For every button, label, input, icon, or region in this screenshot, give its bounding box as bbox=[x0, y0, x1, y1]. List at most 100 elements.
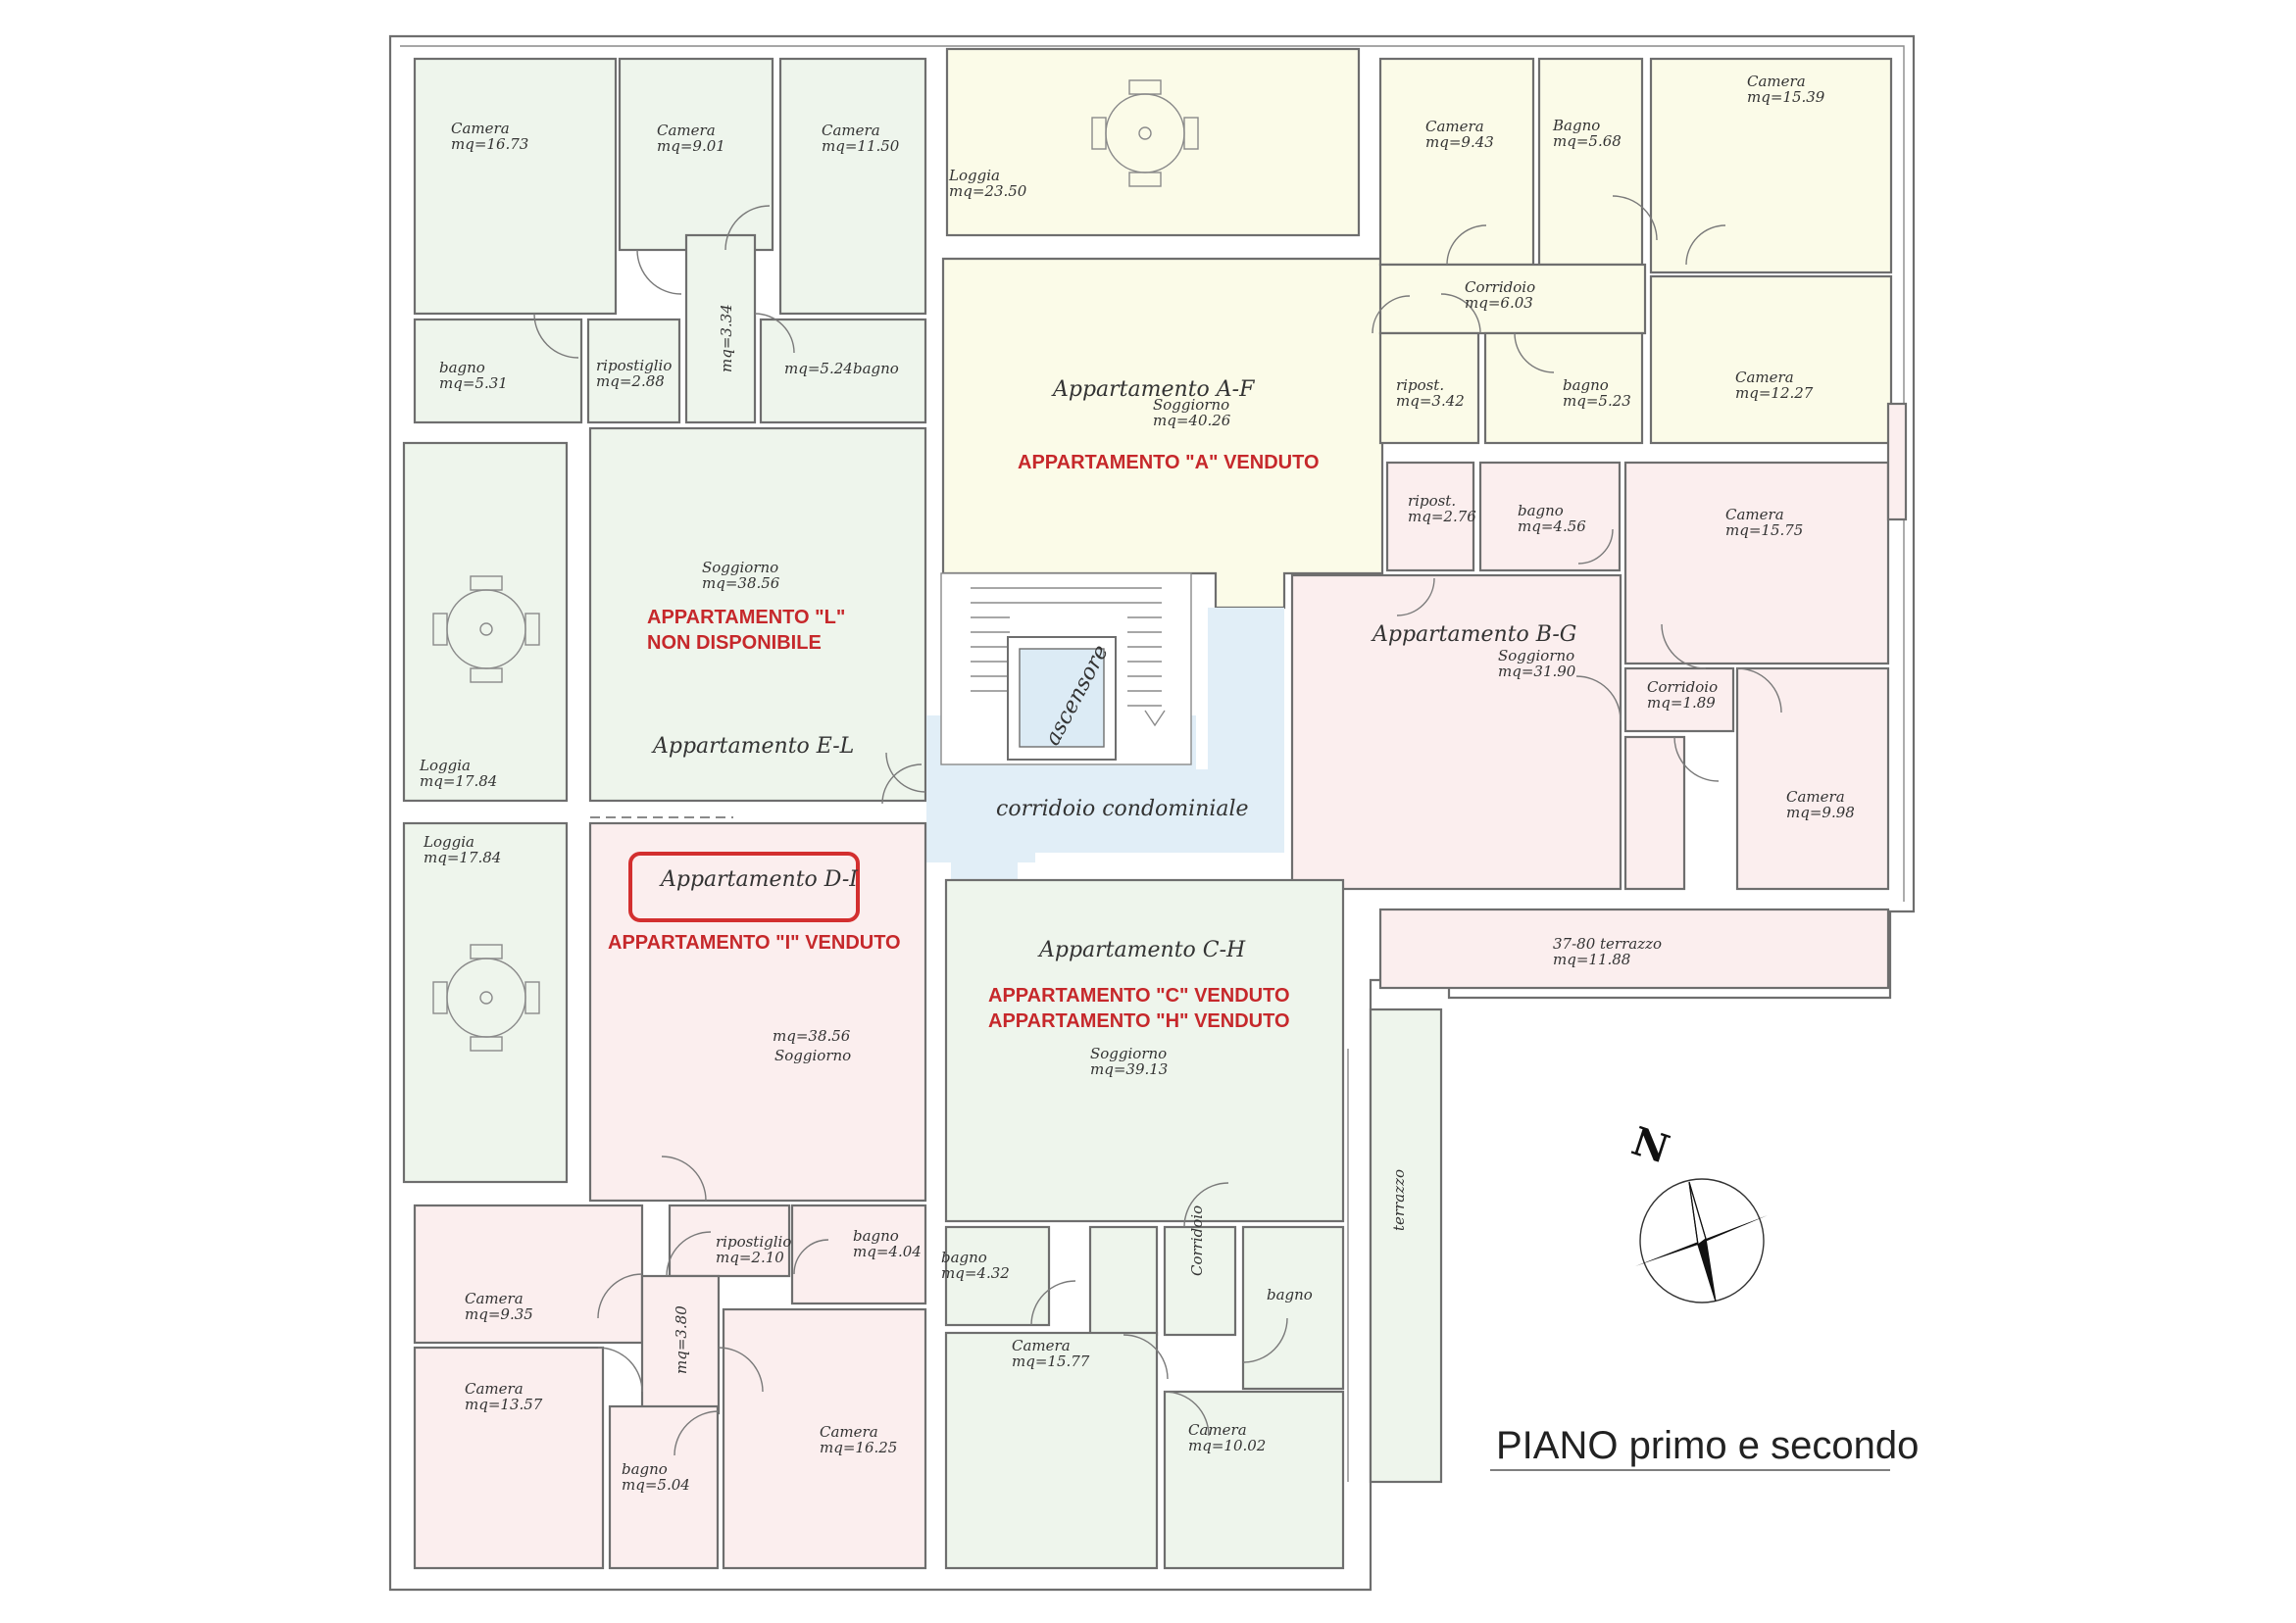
room-area: mq=2.10 bbox=[716, 1249, 784, 1266]
table-icon bbox=[1091, 79, 1199, 187]
apartment-name: Appartamento C-H bbox=[1037, 938, 1246, 962]
room-name: Camera bbox=[451, 120, 510, 137]
di-loggia bbox=[402, 821, 569, 1184]
bg-camera-1 bbox=[1623, 461, 1890, 665]
apartment-ch bbox=[944, 878, 1443, 1570]
room-name: bagno bbox=[1518, 502, 1564, 519]
el-ripostiglio bbox=[586, 318, 681, 424]
status-label: APPARTAMENTO "C" VENDUTO bbox=[988, 985, 1290, 1007]
room-area: mq=5.24 bbox=[784, 360, 853, 377]
room-name: Camera bbox=[1012, 1337, 1071, 1354]
room-area: mq=9.98 bbox=[1786, 804, 1855, 821]
el-camera-3 bbox=[778, 57, 927, 316]
di-camera-1 bbox=[413, 1204, 644, 1345]
bg-corridoio bbox=[1623, 666, 1735, 733]
room-name: ripost. bbox=[1396, 376, 1444, 394]
ch-terrazzo bbox=[1369, 1008, 1443, 1484]
el-bagno-2 bbox=[759, 318, 927, 424]
room-name: bagno bbox=[941, 1249, 987, 1266]
room-area: mq=9.43 bbox=[1425, 133, 1494, 151]
room-name: Corridoio bbox=[1188, 1205, 1206, 1276]
apartment-bg bbox=[1290, 402, 1908, 990]
room-area: mq=5.23 bbox=[1563, 392, 1631, 410]
bg-camera-2 bbox=[1735, 666, 1890, 891]
room-name: Camera bbox=[1725, 506, 1784, 523]
table-icon bbox=[432, 944, 540, 1052]
common-corridor-label: corridoio condominiale bbox=[996, 797, 1249, 821]
ch-soggiorno bbox=[944, 878, 1345, 1223]
status-label: NON DISPONIBILE bbox=[647, 632, 822, 654]
room-area: mq=11.50 bbox=[822, 137, 900, 155]
apartment-name: Appartamento D-I bbox=[659, 867, 859, 892]
apartment-name: Appartamento B-G bbox=[1371, 622, 1576, 647]
compass-icon bbox=[1635, 1178, 1768, 1303]
apartment-el bbox=[402, 57, 927, 805]
room-name: Soggiorno bbox=[1153, 396, 1229, 414]
room-area: mq=1.89 bbox=[1647, 694, 1716, 712]
af-bagno-2 bbox=[1483, 331, 1644, 445]
room-area: mq=5.68 bbox=[1553, 132, 1622, 150]
ch-closet bbox=[1163, 1225, 1237, 1337]
room-name: bagno bbox=[1267, 1286, 1313, 1303]
bg-terrazzo bbox=[1378, 908, 1890, 990]
room-name: Camera bbox=[1735, 369, 1794, 386]
room-area: mq=23.50 bbox=[949, 182, 1027, 200]
elevator-cab bbox=[1019, 648, 1105, 748]
room-name: Camera bbox=[1747, 73, 1806, 90]
room-area: mq=4.04 bbox=[853, 1243, 922, 1260]
el-bagno-1 bbox=[413, 318, 583, 424]
room-area: mq=39.13 bbox=[1090, 1060, 1168, 1078]
af-camera-1 bbox=[1378, 57, 1535, 267]
room-name: bagno bbox=[853, 360, 899, 377]
el-camera-1 bbox=[413, 57, 618, 316]
room-area: mq=16.73 bbox=[451, 135, 528, 153]
di-camera-3 bbox=[722, 1307, 927, 1570]
room-area: mq=31.90 bbox=[1498, 663, 1576, 680]
apartment-af bbox=[941, 47, 1893, 610]
apartment-name: Appartamento A-F bbox=[1051, 377, 1255, 402]
room-name: Soggiorno bbox=[774, 1047, 851, 1064]
room-area: mq=6.03 bbox=[1465, 294, 1533, 312]
room-area: mq=3.80 bbox=[673, 1305, 690, 1374]
di-soggiorno bbox=[588, 821, 927, 1203]
room-area: mq=38.56 bbox=[702, 574, 780, 592]
status-label: APPARTAMENTO "I" VENDUTO bbox=[608, 932, 901, 954]
room-name: Bagno bbox=[1552, 117, 1600, 134]
di-bagno-1 bbox=[790, 1204, 927, 1305]
bg-ripost bbox=[1385, 461, 1475, 572]
room-name: Loggia bbox=[948, 167, 1000, 184]
af-camera-3 bbox=[1649, 274, 1893, 445]
room-area: mq=2.88 bbox=[596, 372, 665, 390]
bg-closet-2 bbox=[1623, 735, 1686, 891]
bg-bagno bbox=[1478, 461, 1622, 572]
room-name: 37-80 terrazzo bbox=[1553, 935, 1662, 953]
room-name: bagno bbox=[1563, 376, 1609, 394]
el-soggiorno bbox=[588, 426, 927, 803]
room-area: mq=16.25 bbox=[820, 1439, 897, 1456]
room-area: mq=4.32 bbox=[941, 1264, 1010, 1282]
room-area: mq=3.42 bbox=[1396, 392, 1465, 410]
room-area: mq=5.04 bbox=[622, 1476, 690, 1494]
room-name: Soggiorno bbox=[702, 559, 778, 576]
room-name: ripost. bbox=[1408, 492, 1456, 510]
el-loggia bbox=[402, 441, 569, 803]
labels: Camera mq=16.73 Camera mq=9.01 Camera mq… bbox=[419, 73, 1919, 1494]
room-name: bagno bbox=[622, 1460, 668, 1478]
di-camera-2 bbox=[413, 1346, 605, 1570]
room-name: Camera bbox=[820, 1423, 878, 1441]
room-name: Corridoio bbox=[1465, 278, 1535, 296]
room-area: mq=9.01 bbox=[657, 137, 725, 155]
room-name: Camera bbox=[1425, 118, 1484, 135]
room-area: mq=15.77 bbox=[1012, 1352, 1090, 1370]
bg-soggiorno bbox=[1290, 573, 1622, 891]
room-area: mq=2.76 bbox=[1408, 508, 1476, 525]
room-name: Camera bbox=[465, 1290, 524, 1307]
af-corridoio bbox=[1378, 263, 1647, 335]
room-area: mq=17.84 bbox=[420, 772, 497, 790]
di-bagno-2 bbox=[608, 1404, 720, 1570]
room-area: mq=4.56 bbox=[1518, 517, 1586, 535]
af-soggiorno bbox=[941, 257, 1384, 610]
room-name: ripostiglio bbox=[716, 1233, 791, 1251]
room-name: Soggiorno bbox=[1090, 1045, 1167, 1062]
